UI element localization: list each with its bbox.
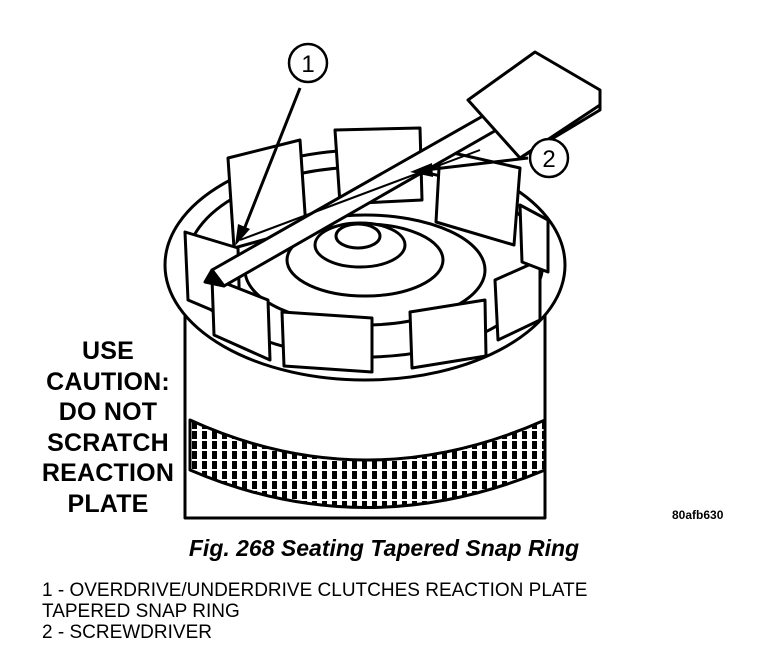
figure-code: 80afb630 [672,508,724,522]
drum-gear-teeth [188,418,547,509]
callout-1-leader [241,87,302,233]
caution-line: REACTION [41,459,175,487]
rim-tab [493,258,542,342]
screwdriver-tip [203,268,226,288]
caution-line: USE [81,337,134,365]
callout-2-leader [424,156,529,172]
rim-tab [210,276,272,362]
legend-item: 2 - SCREWDRIVER [42,622,212,643]
caution-note: USE CAUTION: DO NOT SCRATCH REACTION PLA… [20,336,196,519]
rim-tab [518,203,550,274]
legend-item: TAPERED SNAP RING [42,601,240,622]
callout-1-number: 1 [301,51,314,78]
rim-tab [280,310,374,374]
rim-tab [408,298,488,370]
figure-caption: Fig. 268 Seating Tapered Snap Ring [188,535,580,561]
caution-line: SCRATCH [47,428,169,457]
clutch-assembly-illustration: 1 2 [163,42,602,520]
hub-shaft [334,222,382,250]
callout-1-circle [287,42,329,84]
caution-line: DO NOT [58,398,158,426]
callout-2-number: 2 [542,146,555,173]
callout-2-circle [528,137,570,179]
caution-line: PLATE [67,489,149,518]
legend: 1 - OVERDRIVE/UNDERDRIVE CLUTCHES REACTI… [42,580,587,643]
screwdriver-handle [466,50,602,160]
legend-item: 1 - OVERDRIVE/UNDERDRIVE CLUTCHES REACTI… [42,580,588,601]
caution-line: CAUTION: [46,367,170,396]
